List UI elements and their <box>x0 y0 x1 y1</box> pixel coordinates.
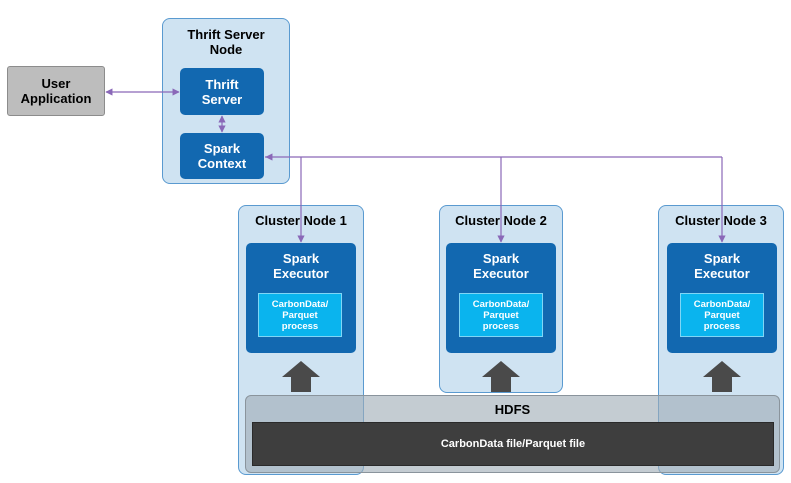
user-application-label-line1: User <box>41 76 71 91</box>
up-arrow-3 <box>703 361 741 392</box>
user-application-label-line2: Application <box>20 91 92 106</box>
process-3-line1: CarbonData/ <box>693 298 751 310</box>
process-2-line3: process <box>482 320 520 332</box>
carbondata-process-2: CarbonData/ Parquet process <box>459 293 543 337</box>
spark-executor-2-label-line2: Executor <box>473 266 529 281</box>
carbondata-file-label: CarbonData file/Parquet file <box>440 438 586 450</box>
thrift-server-label-line1: Thrift <box>205 76 239 92</box>
process-2-line2: Parquet <box>483 309 519 321</box>
cluster-node-3-title: Cluster Node 3 <box>675 213 767 228</box>
thrift-node-title-line2: Node <box>209 42 243 57</box>
spark-executor-1-label-line2: Executor <box>273 266 329 281</box>
hdfs-label: HDFS <box>494 402 531 417</box>
spark-executor-3-label-line2: Executor <box>694 266 750 281</box>
spark-executor-2-label-line1: Spark <box>482 251 520 266</box>
up-arrow-1 <box>282 361 320 392</box>
carbondata-file-bar: CarbonData file/Parquet file <box>252 422 774 466</box>
process-2-line1: CarbonData/ <box>472 298 530 310</box>
user-application-box: User Application <box>7 66 105 116</box>
process-3-line2: Parquet <box>704 309 740 321</box>
up-arrow-2 <box>482 361 520 392</box>
spark-context-label-line2: Context <box>197 156 247 171</box>
process-3-line3: process <box>703 320 741 332</box>
process-1-line2: Parquet <box>282 309 318 321</box>
thrift-server-label-line2: Server <box>201 91 243 107</box>
spark-executor-3-label-line1: Spark <box>703 251 741 266</box>
process-1-line3: process <box>281 320 319 332</box>
thrift-server-node-title: Thrift Server Node <box>163 27 289 57</box>
carbondata-process-3: CarbonData/ Parquet process <box>680 293 764 337</box>
thrift-node-title-line1: Thrift Server <box>187 27 265 42</box>
carbondata-process-1: CarbonData/ Parquet process <box>258 293 342 337</box>
process-1-line1: CarbonData/ <box>271 298 329 310</box>
spark-context-label-line1: Spark <box>203 141 241 156</box>
spark-executor-1-label-line1: Spark <box>282 251 320 266</box>
thrift-server-box: Thrift Server <box>180 68 264 115</box>
spark-context-box: Spark Context <box>180 133 264 179</box>
